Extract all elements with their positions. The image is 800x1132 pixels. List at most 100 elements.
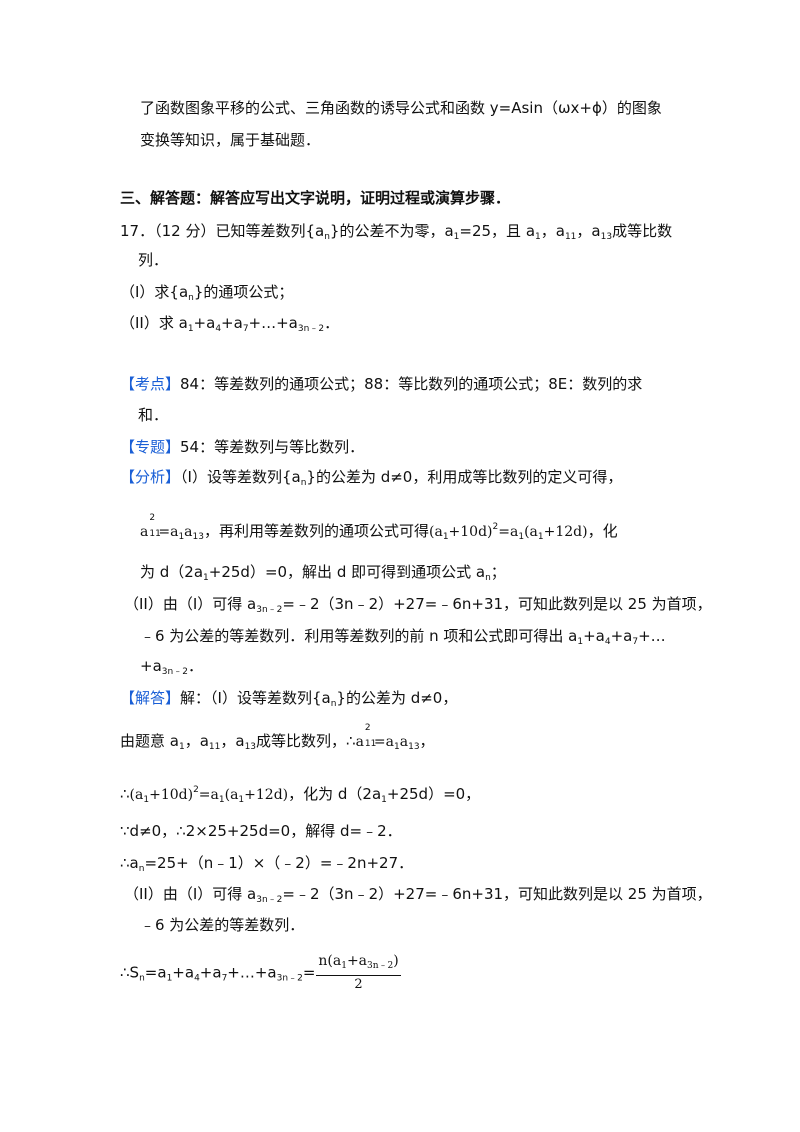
problem-part-2: （II）求 a1+a4+a7+…+a3n﹣2． bbox=[120, 313, 339, 339]
fenxi-text: ，再利用等差数列的通项公式可得 bbox=[203, 522, 429, 540]
jieda-line-6: （II）由（I）可得 a3n﹣2=﹣2（3n﹣2）+27=﹣6n+31，可知此数… bbox=[124, 884, 712, 910]
jieda-text: ∴ bbox=[120, 785, 130, 803]
math-text: +10d) bbox=[149, 787, 194, 803]
subscript: 3n﹣2 bbox=[256, 895, 283, 905]
intro-line-2: 变换等知识，属于基础题． bbox=[140, 131, 321, 149]
subscript: 1 bbox=[218, 795, 225, 805]
problem-text: }的公差不为零，a bbox=[329, 222, 454, 240]
jieda-text: =a bbox=[144, 963, 167, 982]
problem-text: 成等比数 bbox=[612, 222, 673, 240]
jieda-text: +a bbox=[172, 963, 195, 982]
subscript: 13 bbox=[244, 742, 257, 752]
problem-text: +…+a bbox=[248, 314, 298, 332]
fenxi-line-4: （II）由（I）可得 a3n﹣2=﹣2（3n﹣2）+27=﹣6n+31，可知此数… bbox=[124, 594, 712, 620]
math-text: (a bbox=[129, 787, 144, 803]
fenxi-text: ，化 bbox=[587, 522, 618, 540]
subscript: 4 bbox=[215, 324, 222, 334]
subscript: 11 bbox=[564, 232, 577, 242]
jieda-tag: 【解答】 bbox=[120, 689, 181, 707]
subscript: 1 bbox=[187, 324, 194, 334]
math-text: a bbox=[184, 524, 193, 540]
superscript: 2 bbox=[492, 522, 499, 532]
subscript: 11 bbox=[208, 742, 221, 752]
subscript: n bbox=[330, 699, 337, 709]
subscript: n bbox=[139, 973, 145, 984]
subscript: 1 bbox=[381, 795, 387, 805]
subscript: n bbox=[485, 573, 491, 583]
subscript: n bbox=[324, 232, 330, 242]
subscript: 13 bbox=[192, 532, 204, 542]
jieda-text: 由题意 a bbox=[120, 732, 179, 750]
problem-text: （I）求{a bbox=[120, 283, 189, 301]
problem-part-1: （I）求{an}的通项公式； bbox=[120, 282, 293, 308]
fraction-denominator: 2 bbox=[354, 977, 363, 992]
jieda-line-5: ∴an=25+（n﹣1）×（﹣2）=﹣2n+27． bbox=[120, 853, 413, 879]
fenxi-text: +a bbox=[583, 627, 605, 645]
problem-text: +a bbox=[193, 314, 216, 332]
subscript: n bbox=[138, 864, 145, 874]
superscript: 2 bbox=[149, 513, 156, 523]
problem-text: ，a bbox=[576, 222, 601, 240]
kaodian-tag: 【考点】 bbox=[120, 375, 181, 393]
problem-text: ． bbox=[324, 314, 340, 332]
jieda-line-4: ∵d≠0，∴2×25+25d=0，解得 d=﹣2． bbox=[120, 822, 402, 840]
math-text: =a bbox=[498, 524, 519, 540]
subscript: 1 bbox=[238, 795, 245, 805]
math-text: ) bbox=[393, 953, 399, 969]
subscript: 1 bbox=[143, 795, 150, 805]
subscript: 3n﹣2 bbox=[161, 667, 188, 677]
subscript: 1 bbox=[442, 532, 449, 542]
subscript: 1 bbox=[453, 232, 460, 242]
subscript: 4 bbox=[604, 637, 611, 647]
section-heading: 三、解答题：解答应写出文字说明，证明过程或演算步骤． bbox=[120, 189, 511, 207]
math-text: +10d) bbox=[448, 524, 493, 540]
subscript: 4 bbox=[194, 973, 200, 984]
subscript: 3n﹣2 bbox=[297, 324, 325, 334]
math-text: +12d) bbox=[543, 524, 588, 540]
jieda-line-1: 【解答】解：（I）设等差数列{an}的公差为 d≠0， bbox=[120, 688, 457, 714]
intro-line-1: 了函数图象平移的公式、三角函数的诱导公式和函数 y=Asin（ωx+ϕ）的图象 bbox=[140, 99, 662, 117]
kaodian-line-1: 【考点】84：等差数列的通项公式；88：等比数列的通项公式；8E：数列的求 bbox=[120, 374, 642, 394]
subscript: 3n﹣2 bbox=[256, 605, 283, 615]
problem-text: 17．（12 分）已知等差数列{a bbox=[120, 222, 325, 240]
fenxi-text: ； bbox=[490, 563, 506, 581]
jieda-text: （II）由（I）可得 a bbox=[124, 885, 257, 903]
fraction-numerator: n(a1+a3n﹣2) bbox=[316, 952, 401, 976]
jieda-line-7: ﹣6 为公差的等差数列． bbox=[140, 916, 305, 934]
jieda-text: +a bbox=[199, 963, 222, 982]
subscript: 7 bbox=[632, 637, 639, 647]
fenxi-text: （II）由（I）可得 a bbox=[124, 595, 257, 613]
fenxi-line-5: ﹣6 为公差的等差数列．利用等差数列的前 n 项和公式即可得出 a1+a4+a7… bbox=[140, 626, 666, 652]
math-text: (a bbox=[524, 524, 538, 540]
jieda-text: 解：（I）设等差数列{a bbox=[180, 689, 331, 707]
problem-text: （II）求 a bbox=[120, 314, 188, 332]
math-text: (a bbox=[429, 524, 443, 540]
math-text: +a bbox=[346, 953, 368, 969]
jieda-text: ，a bbox=[184, 732, 209, 750]
math-a: a bbox=[140, 524, 149, 540]
subscript: 7 bbox=[242, 324, 249, 334]
jieda-text: ，a bbox=[220, 732, 245, 750]
problem-text: }的通项公式； bbox=[193, 283, 294, 301]
fenxi-text: +a bbox=[140, 657, 162, 675]
jieda-text: 成等比数列，∴ bbox=[256, 732, 356, 750]
jieda-text: = bbox=[302, 963, 316, 982]
kaodian-line-2: 和． bbox=[138, 406, 169, 424]
fenxi-tag: 【分析】 bbox=[120, 468, 181, 486]
subscript: 1 bbox=[203, 573, 209, 583]
math-text: +12d) bbox=[244, 787, 289, 803]
jieda-text: }的公差为 d≠0， bbox=[336, 689, 458, 707]
fenxi-text: （I）设等差数列{a bbox=[180, 468, 301, 486]
subscript: 13 bbox=[600, 232, 613, 242]
math-text: a bbox=[399, 734, 409, 750]
fenxi-line-1: 【分析】（I）设等差数列{an}的公差为 d≠0，利用成等比数列的定义可得， bbox=[120, 467, 622, 493]
subscript: n bbox=[300, 478, 307, 488]
subscript: 1 bbox=[537, 532, 544, 542]
superscript: 2 bbox=[193, 785, 199, 795]
subscript: 7 bbox=[221, 973, 228, 984]
subscript: 1 bbox=[178, 532, 185, 542]
jieda-text: =﹣2（3n﹣2）+27=﹣6n+31，可知此数列是以 25 为首项， bbox=[282, 885, 712, 903]
kaodian-text: 84：等差数列的通项公式；88：等比数列的通项公式；8E：数列的求 bbox=[180, 375, 643, 393]
